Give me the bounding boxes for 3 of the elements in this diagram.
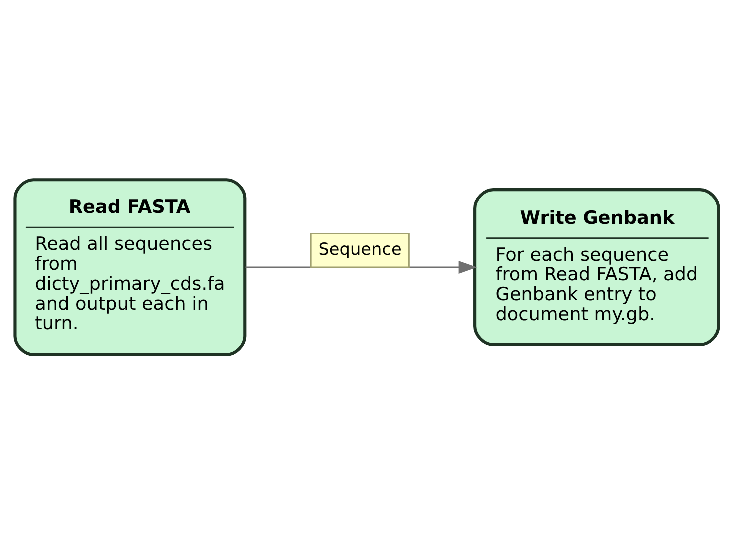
node-box: Write Genbank For each sequence from Read FASTA, add Genbank entry to document my.gb. (474, 188, 720, 346)
edge-label: Sequence (318, 238, 402, 258)
node-box: Read FASTA Read all sequences from dicty_primary_cds.fa and output each in turn. (14, 178, 247, 356)
